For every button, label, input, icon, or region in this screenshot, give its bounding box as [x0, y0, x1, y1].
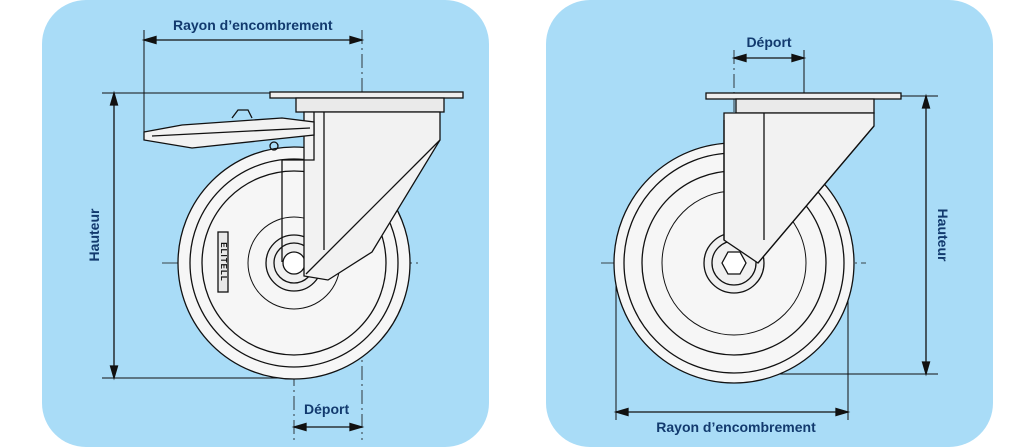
- side-view-panel: Rayon d’encombrement Hauteur Déport ELIT…: [42, 0, 489, 447]
- offset-dimension-label: Déport: [304, 401, 350, 417]
- top-plate: [269, 91, 464, 113]
- brand-mark: ELITELL: [219, 242, 228, 282]
- width-dimension: [613, 285, 851, 420]
- side-view-drawing: [102, 30, 464, 440]
- height-dimension-label: Hauteur: [86, 208, 102, 262]
- width-dimension-label: Rayon d’encombrement: [173, 17, 333, 33]
- top-plate: [705, 92, 902, 114]
- offset-dimension-label: Déport: [746, 34, 792, 50]
- height-dimension-label: Hauteur: [935, 208, 951, 262]
- offset-dimension: [291, 300, 365, 440]
- height-dimension: [776, 93, 938, 377]
- front-view-panel: Déport Hauteur Rayon d’encombrement: [546, 0, 993, 447]
- brand-mark-plate: [217, 231, 229, 293]
- height-dimension: [102, 90, 302, 381]
- front-view-drawing: [601, 50, 938, 420]
- swivel-fork: [723, 112, 875, 264]
- width-dimension-label: Rayon d’encombrement: [656, 419, 816, 435]
- brake-lever: [143, 109, 315, 149]
